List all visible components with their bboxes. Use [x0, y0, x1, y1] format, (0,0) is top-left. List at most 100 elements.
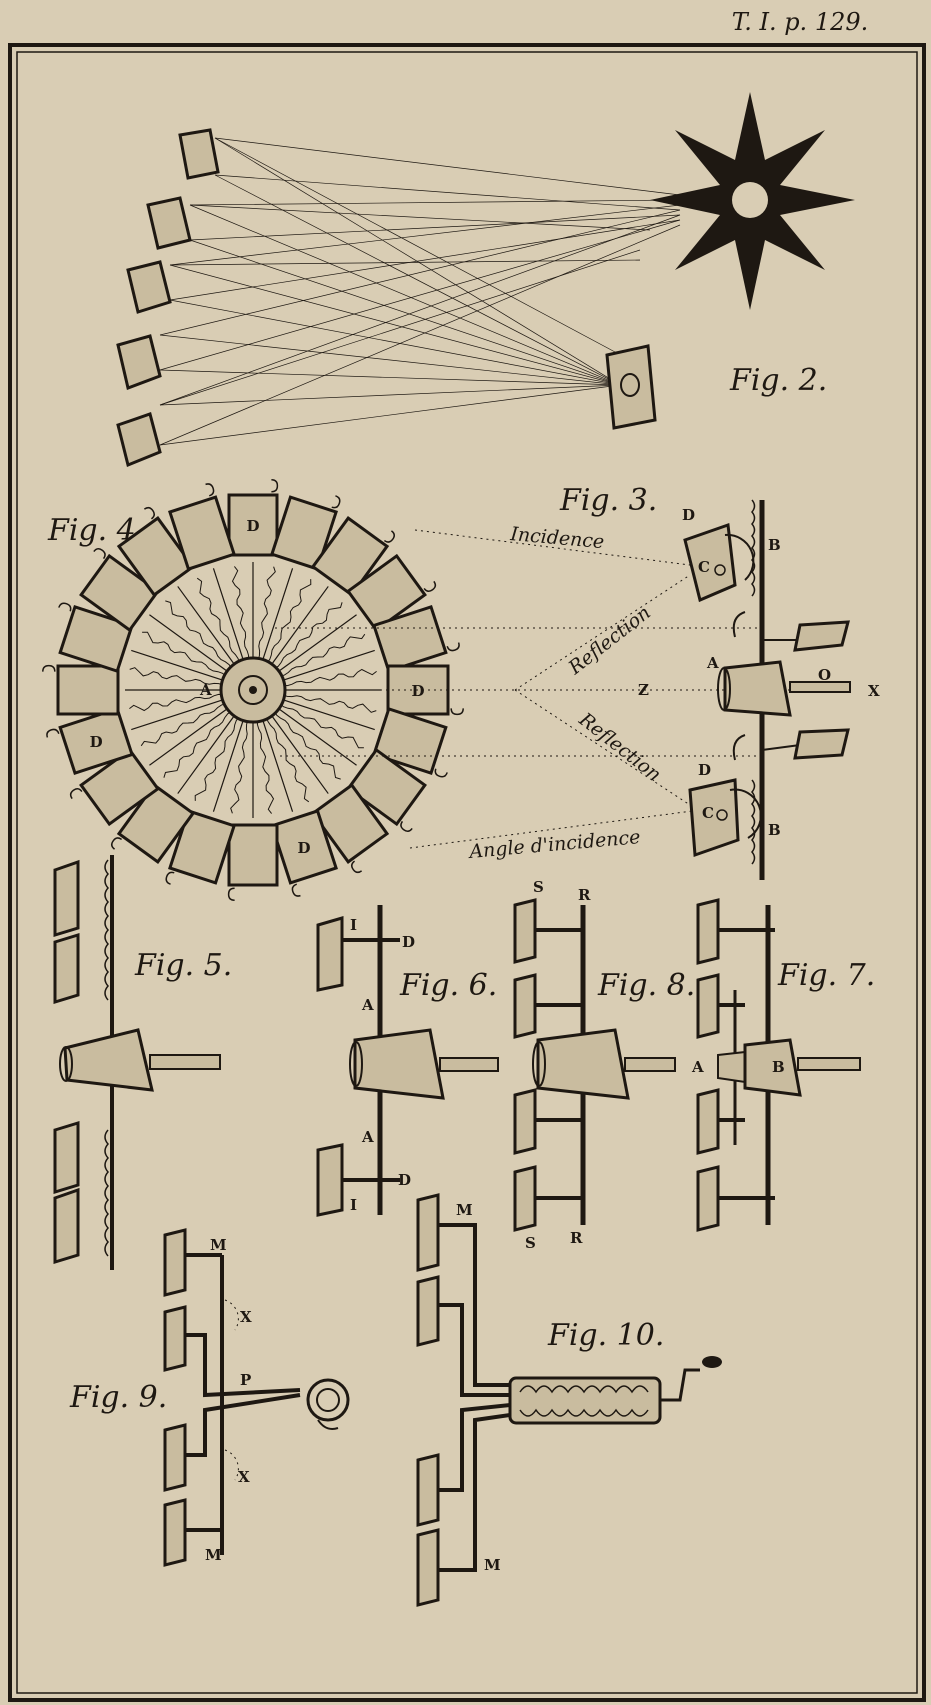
fig4-spring	[273, 710, 341, 780]
fig9-letter-p: P	[240, 1371, 251, 1389]
fig4-mirror	[227, 493, 279, 557]
fig4-spring	[163, 710, 233, 778]
fig4-mirror	[58, 605, 134, 673]
fig7-bar-assembly	[696, 898, 861, 1232]
fig4-spring	[266, 579, 312, 664]
fig10-letter-m-bottom: M	[484, 1556, 501, 1574]
fig4-mirror	[310, 783, 390, 864]
fig4-mirror	[227, 823, 279, 887]
fig2-rays	[159, 137, 681, 446]
fig4-spring	[140, 703, 227, 747]
fig8-label: Fig. 8.	[597, 968, 695, 1003]
inner-border	[16, 51, 918, 1694]
fig3-letter-x: X	[868, 682, 880, 700]
fig4-mirror	[168, 809, 236, 885]
fig4-spoke	[268, 586, 329, 668]
fig4-letter-d: D	[297, 839, 310, 857]
fig3-letter-b-bottom: B	[768, 821, 781, 839]
fig4-hook	[69, 788, 83, 800]
fig4-mirror	[372, 605, 448, 673]
fig9-lever-assembly	[163, 1228, 350, 1567]
fig4-hook	[423, 580, 437, 592]
fig4-hook	[351, 860, 363, 874]
fig4-mirror	[270, 809, 338, 885]
fig6-letter-a-bottom: A	[361, 1128, 374, 1146]
fig4-hook	[143, 506, 155, 520]
fig8-letter-s-bottom: S	[525, 1234, 536, 1252]
fig4-spring	[194, 716, 240, 801]
fig2-mirrors	[116, 128, 220, 468]
fig4-hook	[42, 664, 56, 672]
fig4-mirror	[346, 747, 427, 827]
fig4-spring	[266, 716, 310, 803]
fig4-letter-a: A	[199, 681, 212, 699]
fig3-mechanism	[683, 499, 851, 880]
fig4-spoke	[279, 649, 375, 682]
fig7-letter-a: A	[691, 1058, 704, 1076]
fig9-letter-x-bottom: X	[238, 1468, 250, 1486]
fig4-axle	[249, 686, 257, 694]
fig9-letter-x-top: X	[240, 1308, 252, 1326]
fig4-mirror	[310, 516, 390, 597]
fig6-letter-d-bottom: D	[398, 1171, 411, 1189]
fig4-hook	[111, 837, 123, 850]
fig6-bar-assembly	[316, 905, 499, 1217]
fig4-spring	[279, 703, 364, 749]
fig4-spoke	[212, 568, 245, 664]
fig4-mirror	[79, 553, 160, 633]
fig8-bar-assembly	[513, 898, 676, 1232]
fig4-spoke	[131, 649, 227, 682]
fig8-letter-s-top: S	[533, 878, 544, 896]
fig9-label: Fig. 9.	[69, 1380, 167, 1415]
fig10-letter-m-top: M	[456, 1201, 473, 1219]
fig4-hook	[205, 483, 215, 497]
fig4-hook	[383, 530, 395, 543]
fig4-hook	[291, 883, 301, 897]
fig4-spoke	[268, 712, 329, 794]
fig4-spoke	[279, 698, 375, 731]
fig4-spoke	[261, 568, 294, 664]
fig4-spring	[279, 633, 366, 677]
fig5-label: Fig. 5.	[134, 948, 232, 983]
fig4-mirror	[372, 707, 448, 775]
fig4-mirror	[270, 495, 338, 571]
fig8-letter-r-bottom: R	[570, 1229, 583, 1247]
fig4-mirror	[79, 747, 160, 827]
fig4-hook	[93, 548, 106, 560]
fig4-hook	[331, 495, 341, 509]
fig4-spring	[282, 668, 377, 687]
fig4-spoke	[275, 705, 357, 766]
fig10-screw-assembly	[416, 1193, 722, 1607]
fig4-spring	[256, 719, 275, 814]
fig4-spring	[129, 667, 224, 686]
fig4-spring	[129, 693, 224, 712]
fig6-label: Fig. 6.	[399, 968, 497, 1003]
fig3-letter-z: Z	[638, 681, 649, 699]
fig4-hook	[450, 708, 464, 716]
fig4-spoke	[149, 705, 231, 766]
fig4-spoke	[212, 716, 245, 812]
fig4-spring	[165, 600, 233, 670]
fig4-spoke	[261, 716, 294, 812]
fig4-spoke	[149, 614, 231, 675]
fig10-label: Fig. 10.	[547, 1318, 664, 1353]
fig4-hook	[434, 768, 448, 778]
fig3-letter-o: O	[818, 666, 831, 684]
plate-reference: T. I. p. 129.	[732, 8, 869, 36]
fig4-mirror	[56, 664, 120, 716]
fig4-hub-ring	[238, 675, 268, 705]
sun-icon	[650, 92, 855, 310]
fig7-label: Fig. 7.	[777, 958, 875, 993]
fig3-letter-c-bottom: C	[702, 804, 714, 822]
fig4-spoke	[177, 712, 238, 794]
fig4-letter-d: D	[90, 733, 103, 751]
fig6-letter-d-top: D	[402, 933, 415, 951]
fig6-letter-i-top: I	[350, 916, 357, 934]
fig4-mirror	[346, 553, 427, 633]
fig4-spring	[196, 577, 240, 664]
fig4-spring	[257, 566, 276, 661]
fig4-mirror	[116, 516, 196, 597]
fig4-hook	[271, 479, 279, 493]
fig9-letter-m-bottom: M	[205, 1546, 222, 1564]
